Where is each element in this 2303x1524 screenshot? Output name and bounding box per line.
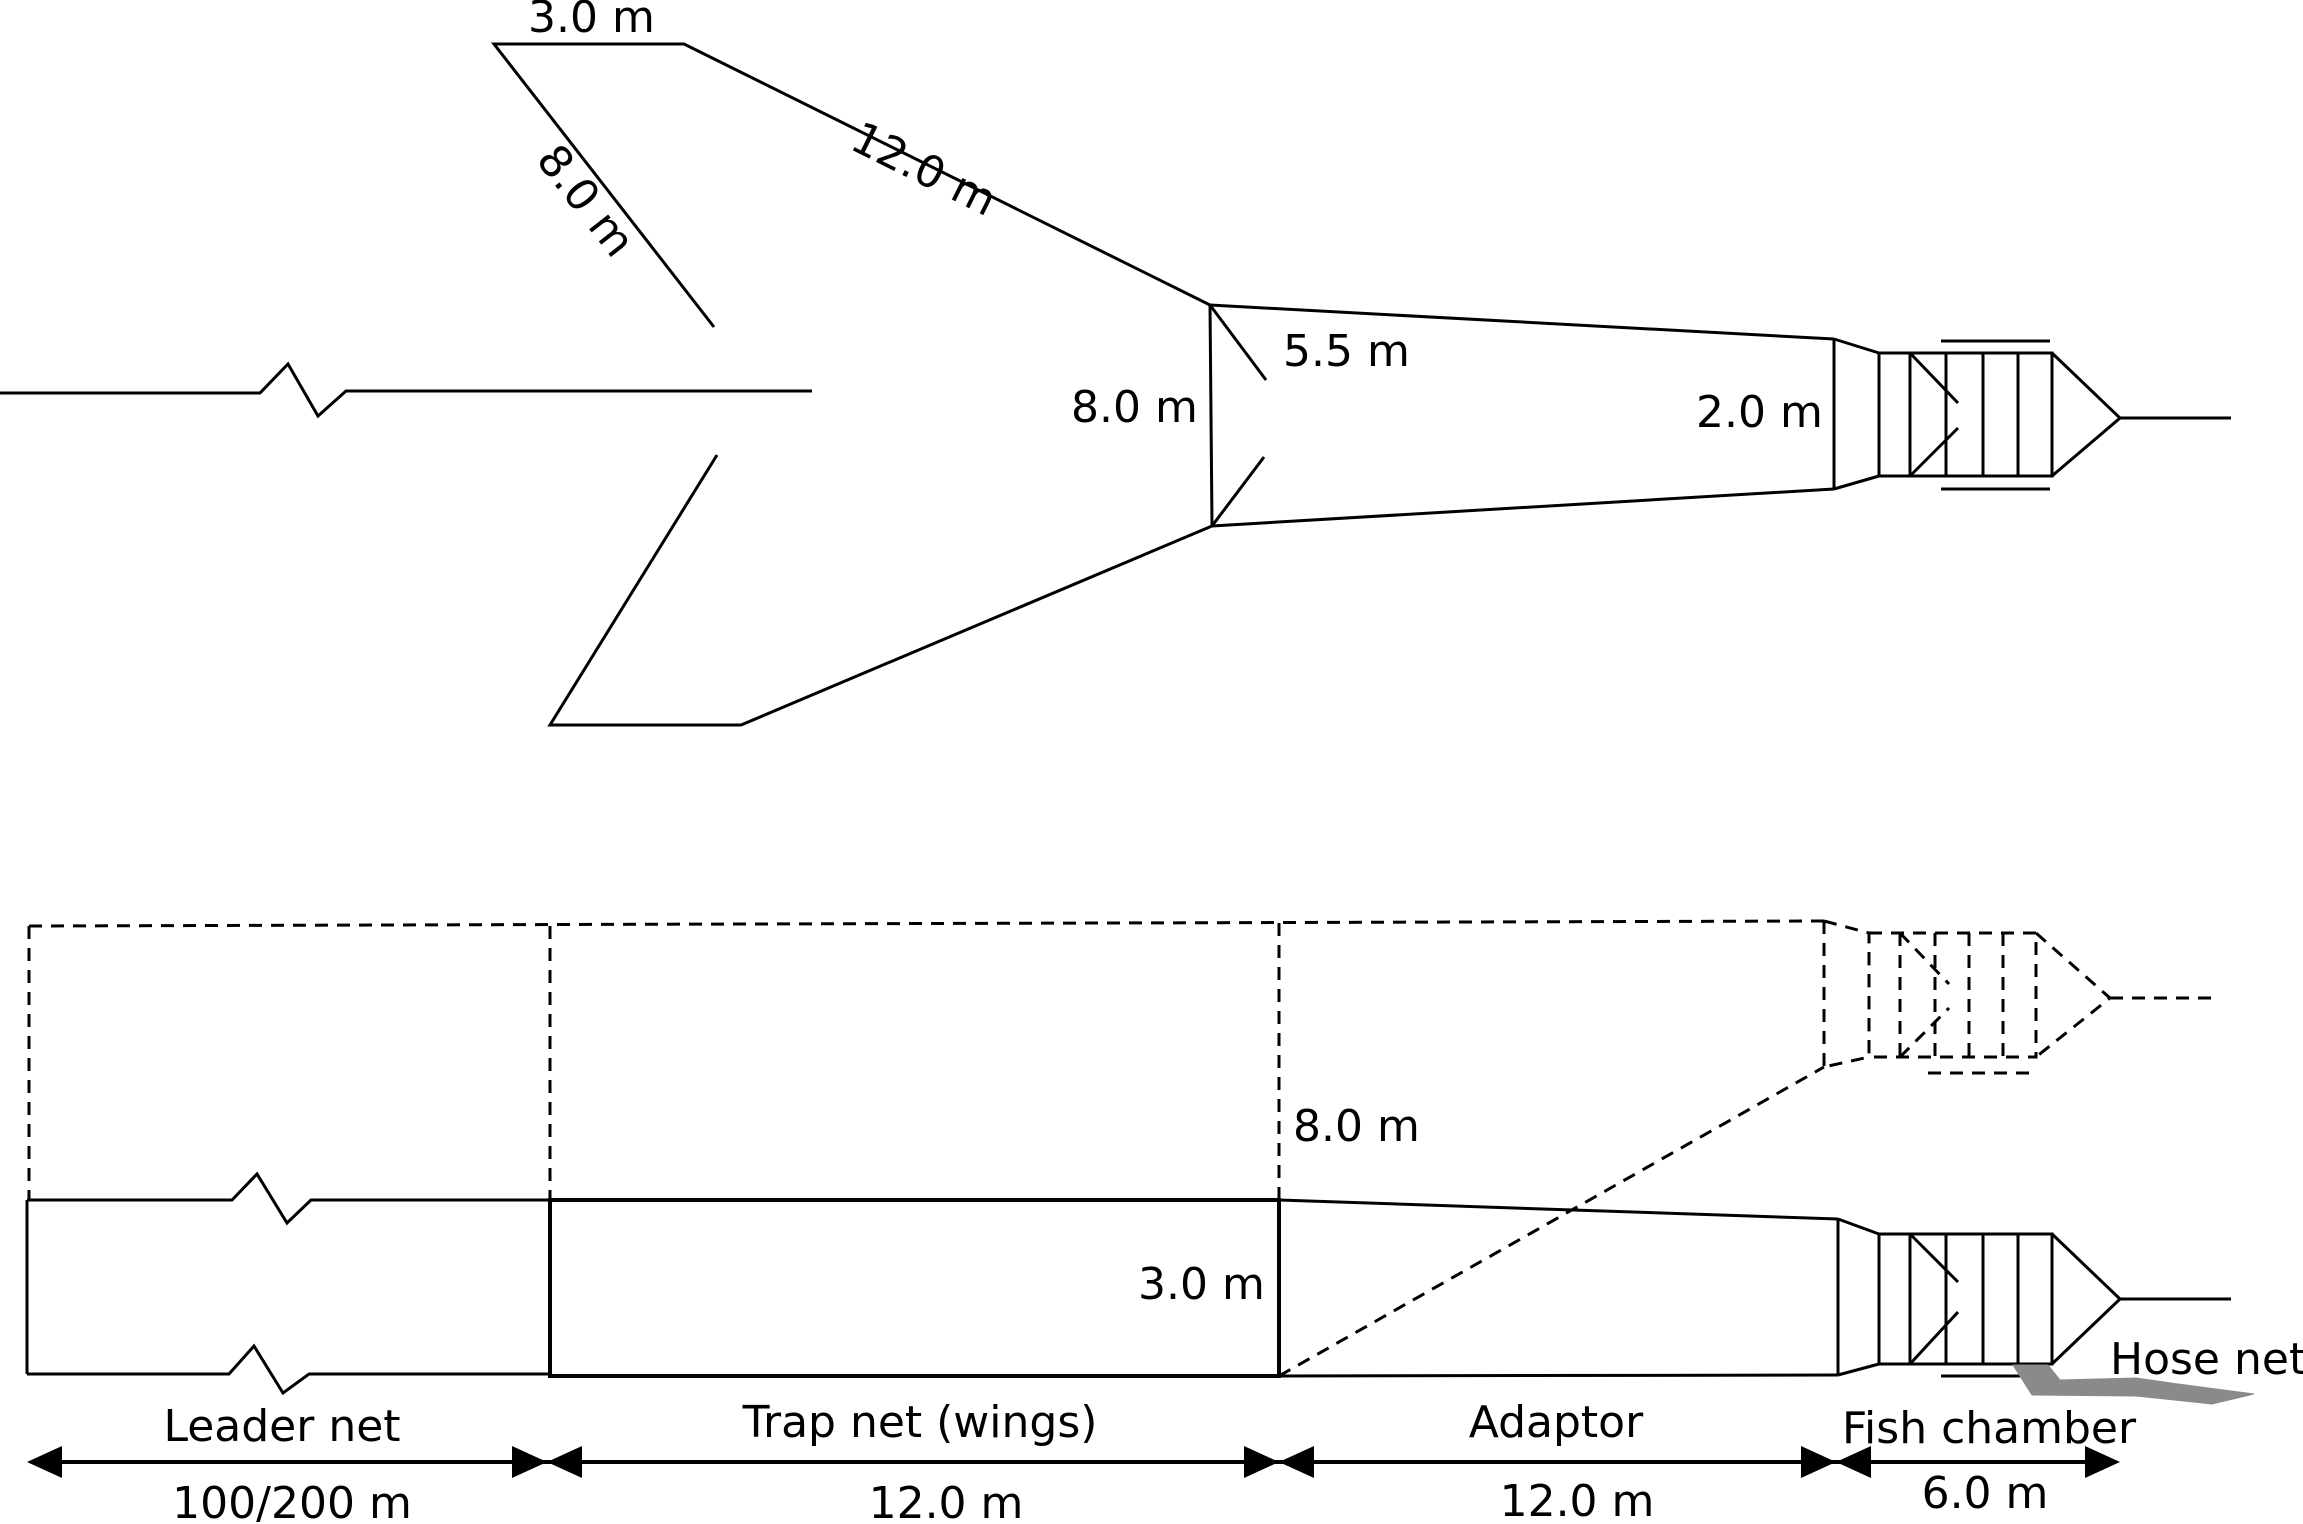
top-lower-wing [547,454,1213,727]
side-fish-chamber [1877,1232,2054,1366]
side-transition-lower [1837,1362,1880,1377]
side-adaptor-upper [1278,1198,1839,1221]
top-adaptor-upper [1209,303,1835,341]
top-trap-mouth [1208,304,1214,527]
dashed-cod-end [2035,931,2113,1059]
section-name-adaptor: Adaptor [1469,1397,1644,1448]
section-name-leader: Leader net [163,1401,400,1452]
label-full-depth: 8.0 m [1293,1101,1420,1152]
top-transition-upper [1833,337,1880,355]
top-cod-end [2050,351,2123,478]
label-trap-mouth: 8.0 m [1071,382,1198,433]
full-depth-outline [27,919,2212,1378]
dashed-top-line [28,919,1825,928]
label-wing-length: 12.0 m [843,112,1004,227]
top-chamber-funnel-a [1908,351,1960,405]
top-leader-line [0,361,812,419]
top-adaptor-lower [1211,487,1835,528]
dimension-bar: Leader net Trap net (wings) Adaptor Fish… [27,1397,2137,1524]
section-length-leader: 100/200 m [172,1478,412,1524]
arrow-right-adaptor [1801,1446,1836,1478]
top-transition-lower [1833,474,1880,491]
dashed-chamber-funnel-b [1898,1006,1951,1059]
section-name-trap: Trap net (wings) [742,1397,1098,1448]
side-chamber-funnel-a [1908,1232,1960,1284]
side-chamber-funnel-b [1908,1310,1960,1366]
top-chamber-funnel-b [1908,426,1960,478]
arrow-left-trap [547,1446,582,1478]
dashed-adaptor-diagonal [1278,1065,1825,1378]
label-wing-end-width: 3.0 m [528,0,655,43]
side-trap-net-box [548,1198,1281,1378]
section-length-adaptor: 12.0 m [1500,1476,1655,1524]
dashed-fish-chamber [1867,931,2038,1059]
section-name-chamber: Fish chamber [1842,1403,2137,1454]
side-leader-top [27,1171,549,1226]
arrow-right-chamber [2085,1446,2120,1478]
label-trap-depth: 3.0 m [1138,1259,1265,1310]
arrow-left-adaptor [1279,1446,1314,1478]
hose-net-shape [2012,1364,2255,1405]
top-fish-chamber [1877,351,2054,478]
label-hose-net: Hose net [2110,1334,2303,1385]
side-transition-upper [1837,1217,1880,1236]
label-inner-funnel: 5.5 m [1283,326,1410,377]
arrow-left-leader [27,1446,62,1478]
side-adaptor-lower [1278,1373,1839,1378]
side-leader-bottom [27,1343,549,1396]
arrow-right-leader [512,1446,547,1478]
side-view: 8.0 m 3.0 m Hose net [25,919,2303,1405]
arrow-right-trap [1244,1446,1279,1478]
section-length-trap: 12.0 m [869,1478,1024,1524]
arrow-left-chamber [1836,1446,1871,1478]
dashed-chamber-funnel-a [1898,931,1951,986]
top-funnel-lower [1210,456,1266,527]
top-upper-wing [490,42,1211,328]
top-funnel-upper [1208,304,1268,381]
top-view: 3.0 m 12.0 m 8.0 m 8.0 m 5.5 m 2.0 m [0,0,2231,727]
label-adaptor-end: 2.0 m [1696,387,1823,438]
label-wing-return: 8.0 m [526,135,644,266]
dashed-transition [1823,919,1871,1069]
section-length-chamber: 6.0 m [1922,1468,2049,1519]
